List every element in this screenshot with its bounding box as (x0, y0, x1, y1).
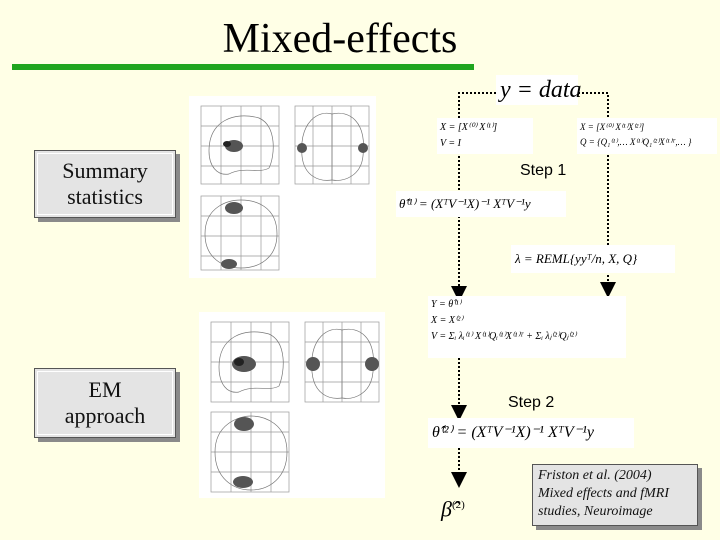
citation-line-2: Mixed effects and fMRI (538, 486, 670, 501)
second-level-model-equation: Y = θ̂⁽¹⁾ X = X⁽²⁾ V = Σᵢ λᵢ⁽¹⁾ X⁽¹⁾Qᵢ⁽¹… (428, 296, 626, 358)
eq-x2-line1: X = [X⁽⁰⁾ X⁽¹⁾X⁽²⁾] (580, 122, 645, 132)
data-equation: y = data (496, 75, 582, 105)
theta1-estimate-equation: θ̂⁽¹⁾ = (XᵀV⁻¹X)⁻¹ XᵀV⁻¹y (396, 191, 566, 217)
em-line-1: EM (88, 377, 122, 402)
summary-statistics-box: Summary statistics (34, 150, 176, 218)
em-approach-box: EM approach (34, 368, 176, 438)
glass-brain-panel-em (199, 312, 385, 498)
eq-x1-line2: V = I (440, 138, 462, 149)
eq-model2-line2: X = X⁽²⁾ (431, 315, 463, 326)
page-title: Mixed-effects (222, 16, 458, 62)
full-design-equation: X = [X⁽⁰⁾ X⁽¹⁾X⁽²⁾] Q = {Q₁⁽¹⁾,… X⁽¹⁾Q₁⁽… (577, 118, 717, 154)
eq-model2-line3: V = Σᵢ λᵢ⁽¹⁾ X⁽¹⁾Qᵢ⁽¹⁾X⁽¹⁾ᵀ + Σᵢ λⱼ⁽²⁾Qⱼ… (431, 331, 577, 342)
em-line-2: approach (64, 403, 146, 428)
summary-line-1: Summary (62, 158, 148, 183)
citation-line-3: studies, Neuroimage (538, 504, 653, 519)
eq-x1-line1: X = [X⁽⁰⁾ X⁽¹⁾] (440, 122, 498, 133)
eq-model2-line1: Y = θ̂⁽¹⁾ (431, 299, 462, 310)
citation-line-1: Friston et al. (2004) (538, 468, 652, 483)
beta-superscript: (2) (451, 499, 465, 511)
arrow-left-path (451, 92, 496, 302)
eq-x2-line2: Q = {Q₁⁽¹⁾,… X⁽¹⁾Q₁⁽²⁾X⁽¹⁾ᵀ,… } (580, 137, 692, 147)
glass-brain-image (200, 105, 370, 271)
theta2-estimate-equation: θ̂⁽²⁾ = (XᵀV⁻¹X)⁻¹ XᵀV⁻¹y (428, 418, 634, 448)
arrow-right-path (578, 92, 616, 298)
glass-brain-panel-summary (189, 96, 376, 278)
step-1-label: Step 1 (520, 162, 567, 179)
first-level-design-equation: X = [X⁽⁰⁾ X⁽¹⁾] V = I (437, 118, 533, 154)
step-2-label: Step 2 (508, 394, 555, 411)
citation-box: Friston et al. (2004) Mixed effects and … (532, 464, 698, 526)
reml-lambda-equation: λ = REML{yyᵀ/n, X, Q} (511, 245, 675, 273)
beta-estimate: β̂(2) (441, 484, 483, 526)
summary-line-2: statistics (67, 184, 143, 209)
beta-symbol: β̂ (441, 496, 452, 522)
title-underline (12, 64, 474, 70)
glass-brain-image (210, 321, 380, 493)
